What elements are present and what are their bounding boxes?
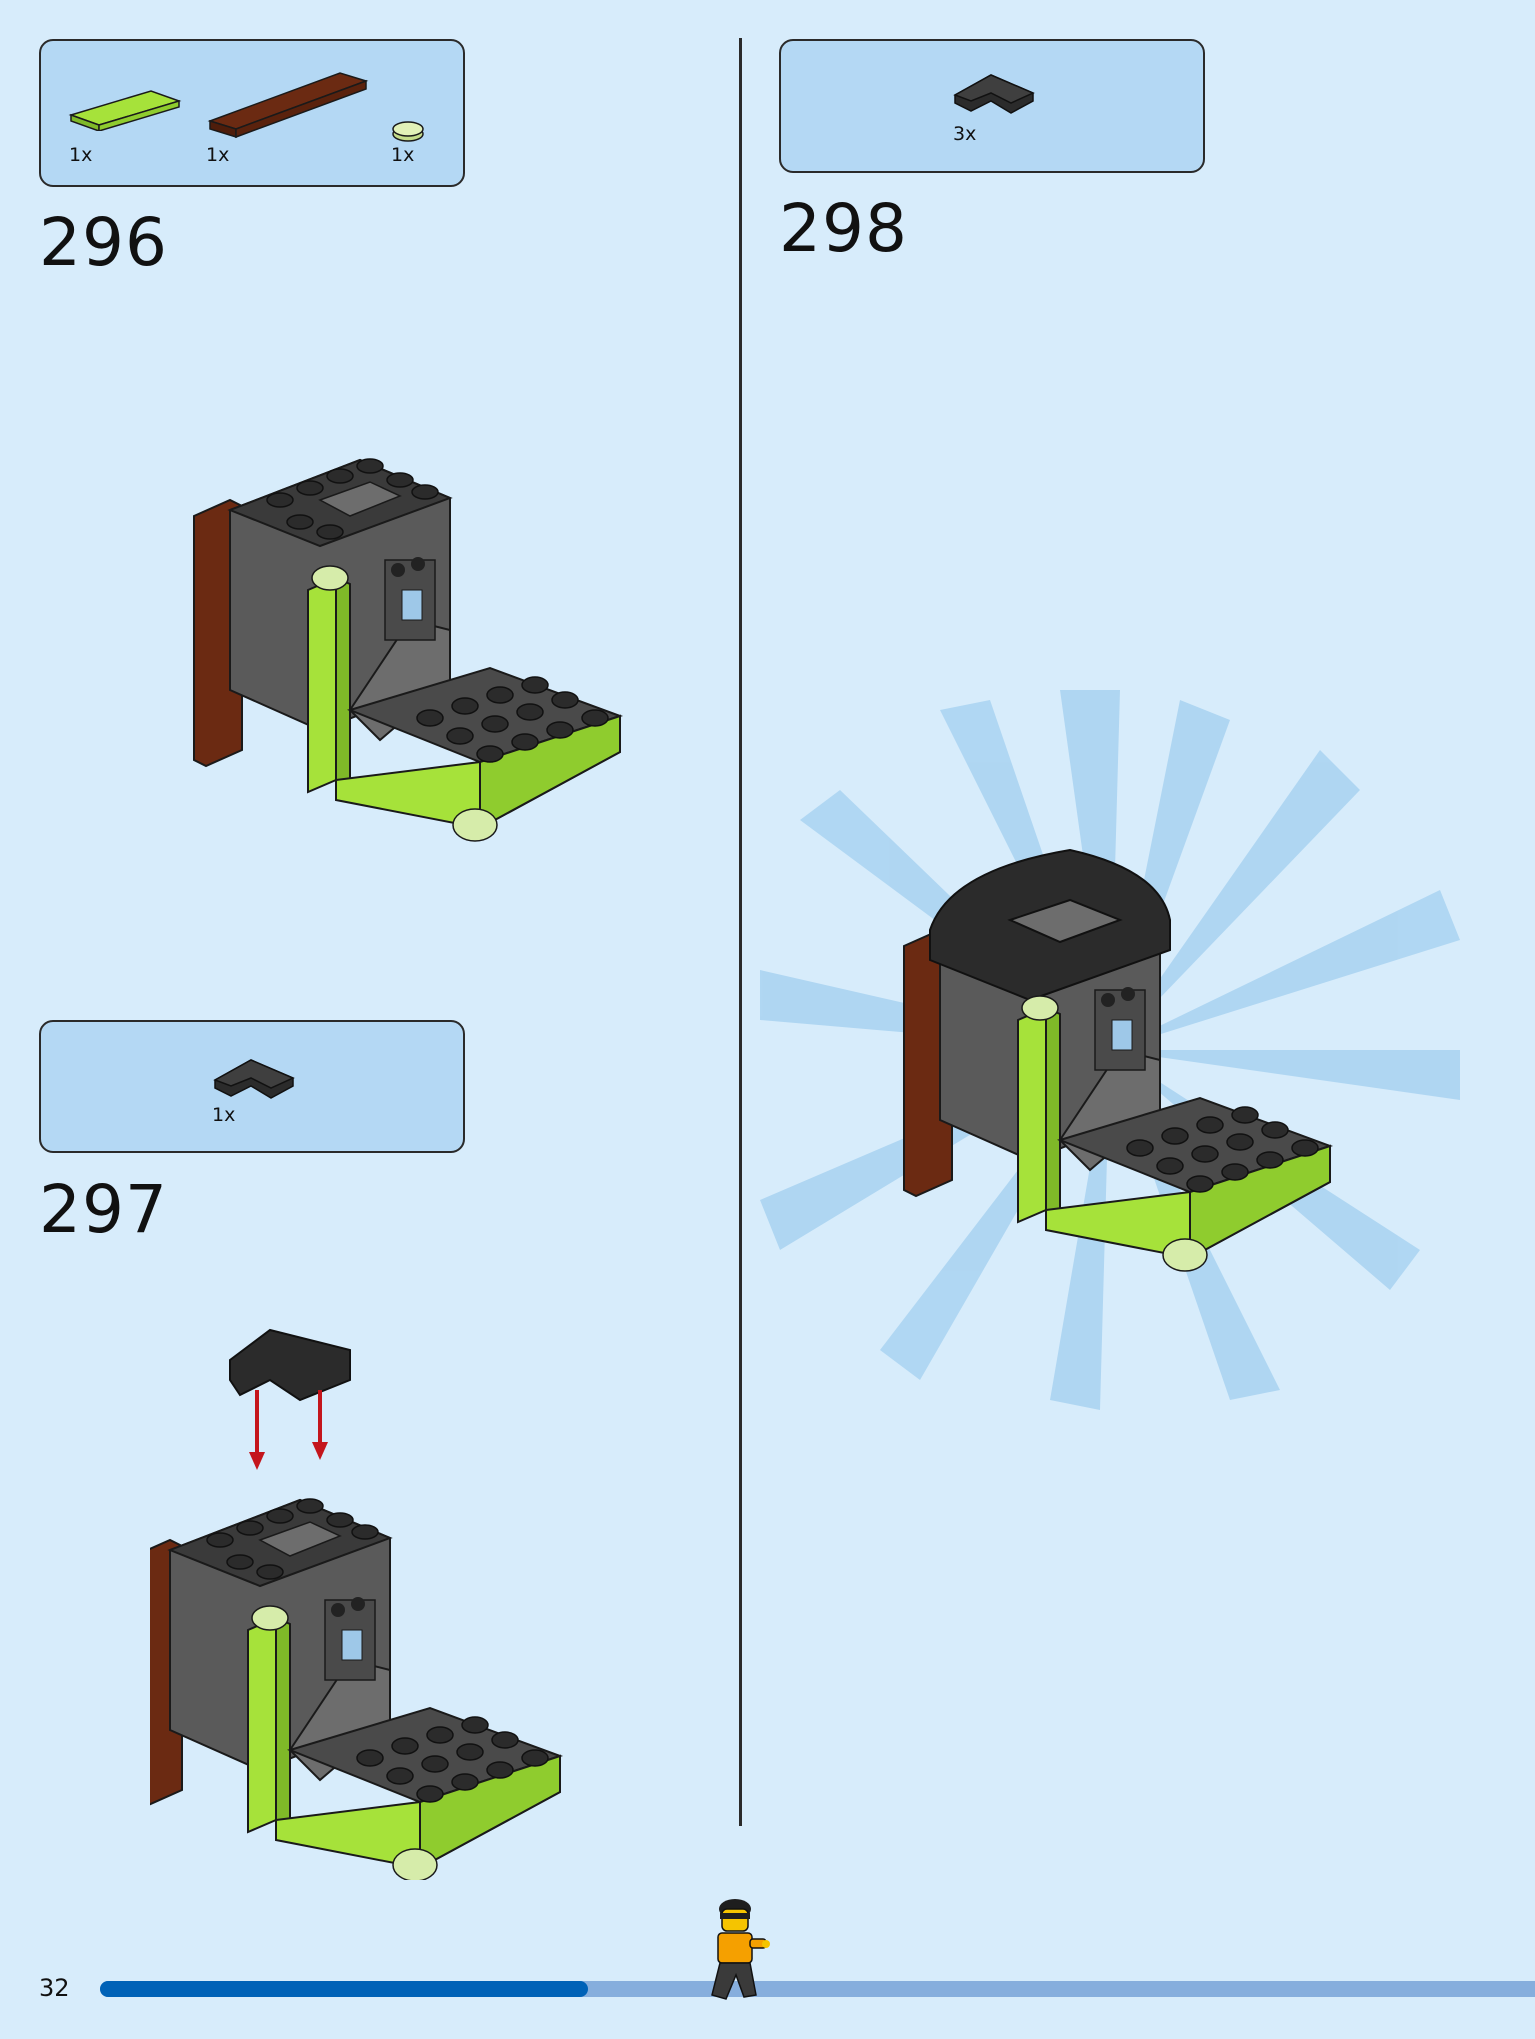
part-qty: 3x <box>953 123 977 145</box>
part-qty: 1x <box>206 144 230 166</box>
curved-slope-icon <box>953 74 1035 114</box>
page-number: 32 <box>39 1974 70 2002</box>
step-298-model-illustration <box>760 690 1460 1410</box>
lime-tile-icon <box>68 90 182 131</box>
step-number: 297 <box>39 1171 168 1248</box>
parts-callout-296: 1x 1x 1x <box>39 39 465 187</box>
parts-callout-297: 1x <box>39 1020 465 1153</box>
part-qty: 1x <box>212 1104 236 1126</box>
step-296-model-illustration <box>193 458 624 842</box>
progress-bar-fill <box>100 1981 588 1997</box>
progress-bar <box>100 1981 1535 1997</box>
step-297-model-illustration <box>150 1328 564 1880</box>
brown-tile-icon <box>207 72 369 139</box>
part-qty: 1x <box>391 144 415 166</box>
step-number: 298 <box>779 190 908 267</box>
curved-slope-icon <box>213 1059 295 1099</box>
column-divider <box>739 38 742 1826</box>
parts-callout-298: 3x <box>779 39 1205 173</box>
minifigure-progress-marker-icon <box>711 1899 770 2000</box>
round-plate-icon <box>392 121 424 142</box>
part-qty: 1x <box>69 144 93 166</box>
step-number: 296 <box>39 204 168 281</box>
